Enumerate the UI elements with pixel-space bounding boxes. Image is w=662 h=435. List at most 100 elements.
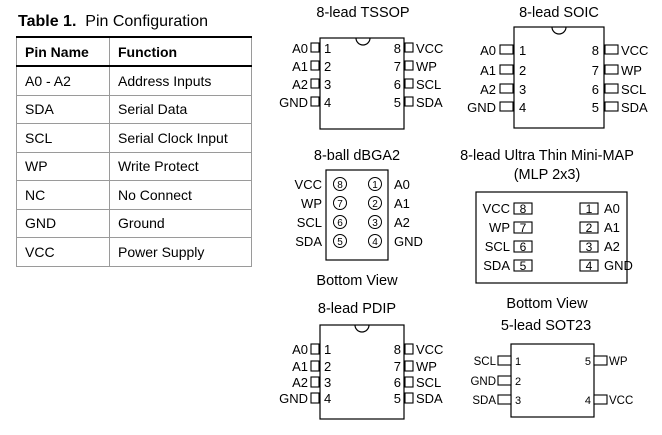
pin-pad — [310, 360, 320, 372]
pin-number: 8 — [520, 202, 527, 216]
ball-number: 4 — [372, 237, 378, 248]
table-header-row: Pin Name Function — [16, 36, 252, 67]
pin-label: WP — [301, 196, 322, 211]
pin-number: 1 — [324, 342, 331, 357]
pin-label: A2 — [394, 215, 410, 230]
pin-pad — [593, 355, 608, 366]
tssop-package: 8-lead TSSOP A0 A1 A2 GND 1 2 3 4 8 7 — [279, 5, 443, 130]
pin-number: 5 — [592, 100, 599, 115]
ball-number: 6 — [337, 218, 343, 229]
pin-label: WP — [489, 220, 510, 235]
pin-label: GND — [394, 234, 423, 249]
pin-number: 3 — [324, 375, 331, 390]
pin-label: SDA — [295, 234, 322, 249]
pin-label: A1 — [292, 359, 308, 374]
pin-pad — [310, 78, 320, 89]
pin-label: A1 — [604, 220, 620, 235]
pin-label: VCC — [483, 201, 510, 216]
pin-label: WP — [416, 359, 437, 374]
ball-outline — [333, 177, 347, 191]
pin-number: 8 — [394, 342, 401, 357]
pin-label: A0 — [604, 201, 620, 216]
pin-pad — [310, 96, 320, 107]
pin-number: 3 — [324, 77, 331, 92]
pin-number: 4 — [324, 391, 331, 406]
mlp-package: 8-lead Ultra Thin Mini-MAP (MLP 2x3) VCC… — [460, 148, 634, 312]
ball-outline — [333, 196, 347, 210]
pin-number: 2 — [324, 359, 331, 374]
pin-label: VCC — [295, 177, 322, 192]
pin-number: 4 — [586, 259, 593, 273]
pin-label: VCC — [621, 43, 648, 58]
pdip-title: 8-lead PDIP — [318, 301, 396, 317]
soic-title: 8-lead SOIC — [519, 5, 599, 21]
pin-pad — [497, 394, 512, 405]
pin-pad — [499, 44, 514, 55]
pin-pad — [310, 376, 320, 388]
pin-label: SCL — [416, 375, 441, 390]
pin-pad — [513, 221, 533, 234]
pin-pad — [513, 240, 533, 253]
pin-number: 1 — [324, 41, 331, 56]
pin-pad — [497, 355, 512, 366]
soic-notch — [551, 26, 567, 35]
pin-number: 5 — [394, 95, 401, 110]
pin-pad — [310, 343, 320, 355]
pin-label: VCC — [609, 395, 633, 407]
pin-label: A2 — [480, 82, 496, 97]
mlp-body — [475, 191, 628, 284]
ball-outline — [368, 215, 382, 229]
table-caption: Table 1. Pin Configuration — [18, 13, 208, 31]
pin-number: 4 — [324, 95, 331, 110]
pin-pad — [579, 202, 599, 215]
pin-number: 2 — [519, 63, 526, 78]
ball-outline — [368, 234, 382, 248]
pin-number: 2 — [586, 221, 593, 235]
pin-number: 8 — [592, 43, 599, 58]
pin-number: 5 — [585, 356, 591, 368]
pin-label: GND — [604, 258, 633, 273]
pin-name-cell: NC — [16, 180, 110, 210]
pin-name-cell: GND — [16, 209, 110, 238]
pin-label: A1 — [292, 59, 308, 74]
sot23-package: 5-lead SOT23 SCL GND SDA 1 2 3 5 4 WP VC… — [470, 318, 633, 418]
pin-label: A0 — [292, 41, 308, 56]
tssop-title: 8-lead TSSOP — [316, 5, 409, 21]
column-header-function: Function — [109, 36, 252, 67]
pin-pad — [499, 83, 514, 94]
pin-label: SDA — [472, 395, 496, 407]
pin-pad — [404, 96, 414, 107]
pin-number: 6 — [394, 375, 401, 390]
pin-label: GND — [279, 95, 308, 110]
ball-number: 2 — [372, 199, 378, 210]
pin-number: 5 — [394, 391, 401, 406]
pin-number: 2 — [515, 376, 521, 388]
pin-number: 6 — [592, 82, 599, 97]
function-cell: Ground — [109, 209, 252, 238]
ball-number: 7 — [337, 199, 343, 210]
pdip-pins — [310, 343, 414, 404]
column-header-pin-name: Pin Name — [16, 36, 110, 67]
ball-outline — [333, 215, 347, 229]
pin-label: GND — [467, 100, 496, 115]
pin-pad — [513, 259, 533, 272]
ball-number: 3 — [372, 218, 378, 229]
ball-number: 1 — [372, 180, 378, 191]
pin-pad — [513, 202, 533, 215]
pin-label: SDA — [416, 391, 443, 406]
table-caption-number: Table 1. — [18, 13, 77, 30]
ball-outline — [368, 196, 382, 210]
soic-pins — [499, 44, 619, 112]
pin-label: SCL — [474, 356, 497, 368]
tssop-notch — [355, 37, 371, 46]
dbga-package: 8-ball dBGA2 8 7 6 5 1 2 3 4 VCC WP SCL … — [295, 148, 423, 289]
pin-number: 6 — [520, 240, 527, 254]
